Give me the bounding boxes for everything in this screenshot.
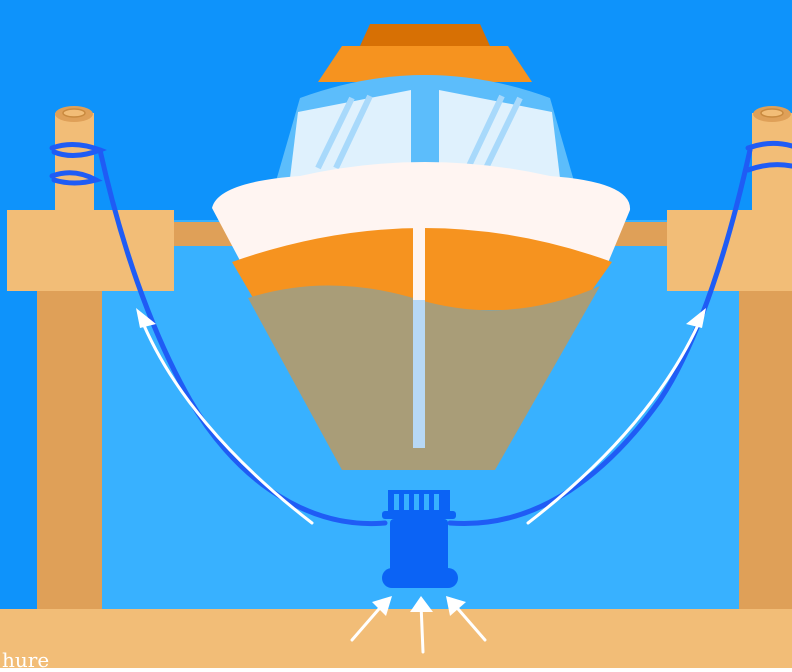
dock-bollard-icon [752, 106, 792, 213]
dock-bollard-icon [55, 106, 94, 213]
caption-text: hure [2, 650, 49, 670]
sand-floor [0, 609, 792, 668]
pier-post-right [739, 288, 792, 613]
water-pump-icon [382, 490, 458, 588]
pier-cap-left [7, 210, 174, 291]
pier-post-left [37, 288, 102, 613]
pier-cap-right [667, 210, 792, 291]
